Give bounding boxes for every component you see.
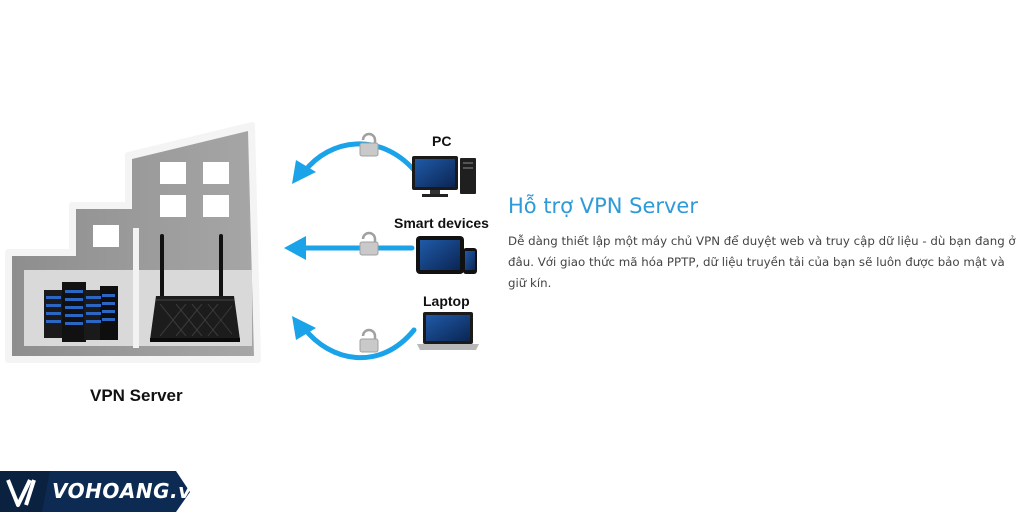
device-label-pc: PC [432,133,452,149]
lock-icon [359,328,379,353]
server-label: VPN Server [90,386,183,405]
window [203,162,229,184]
window [203,195,229,217]
device-label-laptop: Laptop [423,293,470,309]
arrow-head [284,160,316,340]
feature-description: Dễ dàng thiết lập một máy chủ VPN để duy… [508,234,1016,290]
window [160,162,186,184]
router-icon [150,234,240,342]
logo-text: VOHOANG.vn [52,479,207,503]
device-label-smart-devices: Smart devices [394,215,489,231]
laptop-icon [417,312,479,350]
window [93,225,119,247]
logo [0,471,190,512]
lock-icon [359,132,379,157]
arrow-icon [297,141,417,361]
server-rack-icon [44,282,118,342]
lock-icon [359,231,379,256]
feature-title: Hỗ trợ VPN Server [508,194,698,218]
window [160,195,186,217]
pc-icon [412,156,476,197]
tablet-icon [416,236,477,274]
